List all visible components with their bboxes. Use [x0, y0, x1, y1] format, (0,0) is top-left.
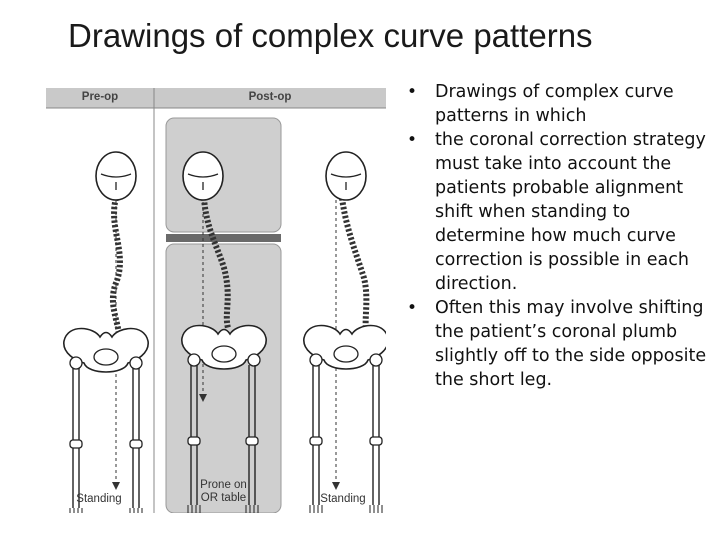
curve-pattern-figure: Pre-op Post-op Standing Prone on OR tabl…	[46, 88, 386, 513]
bullet-item: the coronal correction strategy must tak…	[405, 128, 715, 296]
or-table-gap	[166, 234, 281, 242]
figure-header-bar	[46, 88, 386, 108]
preop-standing-skeleton	[63, 151, 149, 513]
slide-title: Drawings of complex curve patterns	[68, 17, 593, 54]
bullet-item: Drawings of complex curve patterns in wh…	[405, 80, 715, 128]
label-left-standing: Standing	[76, 493, 122, 505]
postop-prone-skeleton	[181, 151, 267, 513]
label-middle-line1: Prone on	[200, 479, 247, 491]
label-middle-line2: OR table	[200, 492, 247, 504]
bullet-list: Drawings of complex curve patterns in wh…	[405, 80, 715, 392]
or-table-lower	[165, 243, 282, 513]
label-middle-prone: Prone on OR table	[181, 479, 266, 505]
postop-standing-skeleton	[303, 151, 386, 513]
header-postop: Post-op	[248, 91, 292, 103]
label-right-standing: Standing	[320, 493, 366, 505]
header-preop: Pre-op	[81, 91, 119, 103]
bullet-item: Often this may involve shifting the pati…	[405, 296, 715, 392]
